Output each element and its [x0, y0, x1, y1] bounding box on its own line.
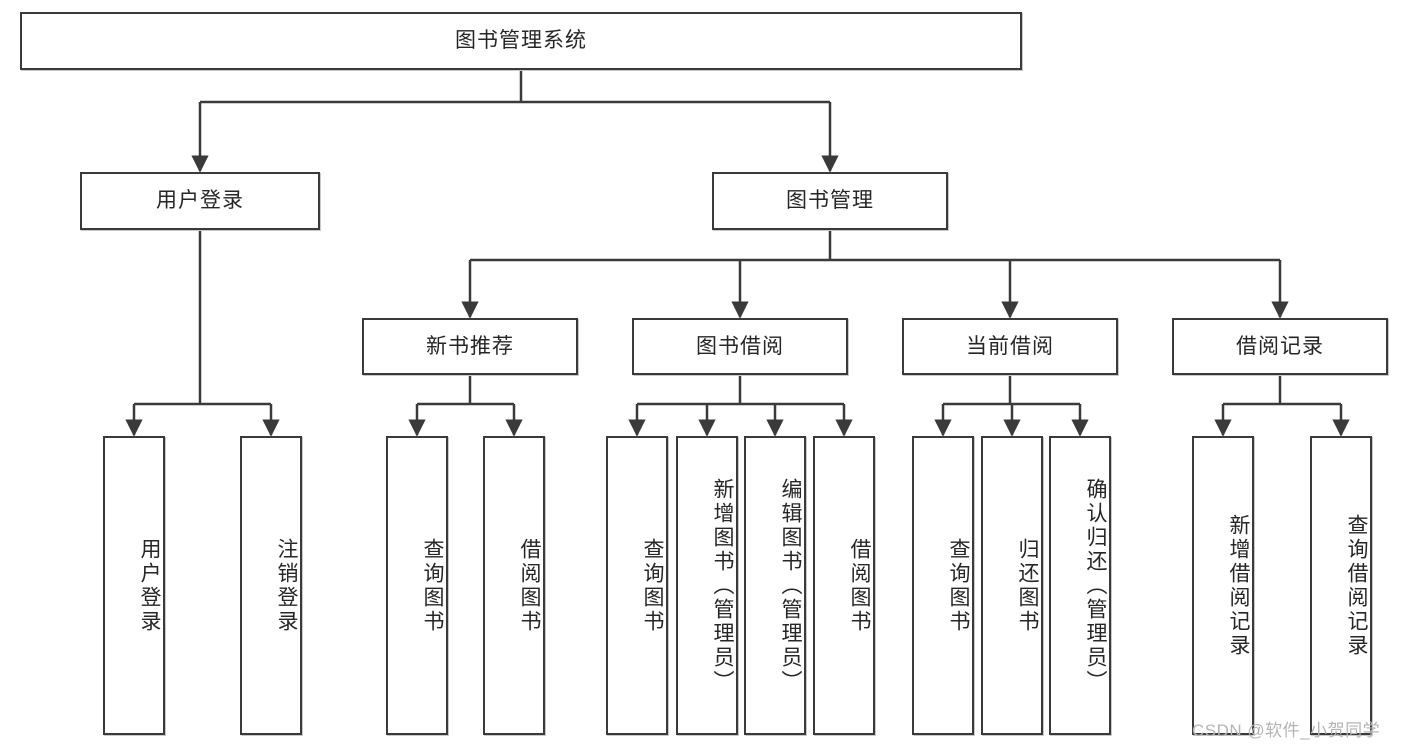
node-root[interactable]: 图书管理系统: [20, 12, 1022, 70]
node-label: 借阅记录: [1236, 334, 1324, 358]
node-label: 查询图书: [421, 537, 444, 634]
node-label: 图书管理系统: [455, 29, 587, 53]
node-label: 注销登录: [275, 537, 298, 634]
node-label: 借阅图书: [518, 537, 541, 634]
node-label: 图书借阅: [696, 334, 784, 358]
node-label: 借阅图书: [848, 537, 871, 634]
node-label: 归还图书: [1016, 537, 1039, 634]
node-leaf-query-record[interactable]: 查询借阅记录: [1310, 436, 1372, 735]
node-new-book-rec[interactable]: 新书推荐: [362, 318, 578, 375]
node-label: 查询借阅记录: [1345, 513, 1368, 658]
node-label: 当前借阅: [966, 334, 1054, 358]
node-leaf-borrow-book-2[interactable]: 借阅图书: [813, 436, 875, 735]
node-leaf-query-book-1[interactable]: 查询图书: [386, 436, 448, 735]
node-label: 新书推荐: [426, 334, 514, 358]
node-label: 图书管理: [786, 189, 874, 213]
node-label: 用户登录: [138, 537, 161, 634]
node-label: 新增图书（管理员）: [711, 477, 734, 694]
node-user-login[interactable]: 用户登录: [80, 172, 320, 230]
node-label: 查询图书: [947, 537, 970, 634]
node-leaf-add-book[interactable]: 新增图书（管理员）: [676, 436, 738, 735]
node-leaf-user-login[interactable]: 用户登录: [103, 436, 165, 735]
node-leaf-borrow-book-1[interactable]: 借阅图书: [483, 436, 545, 735]
node-current-borrow[interactable]: 当前借阅: [902, 318, 1118, 375]
node-leaf-query-book-2[interactable]: 查询图书: [606, 436, 668, 735]
node-book-borrow[interactable]: 图书借阅: [632, 318, 848, 375]
node-leaf-return-book[interactable]: 归还图书: [981, 436, 1043, 735]
node-leaf-edit-book[interactable]: 编辑图书（管理员）: [744, 436, 806, 735]
node-label: 新增借阅记录: [1227, 513, 1250, 658]
node-book-manage[interactable]: 图书管理: [712, 172, 948, 230]
node-leaf-query-book-3[interactable]: 查询图书: [912, 436, 974, 735]
node-leaf-user-logout[interactable]: 注销登录: [240, 436, 302, 735]
node-label: 编辑图书（管理员）: [779, 477, 802, 694]
csdn-watermark: CSDN @软件_小贺同学: [1192, 721, 1381, 740]
node-leaf-confirm-return[interactable]: 确认归还（管理员）: [1049, 436, 1111, 735]
node-leaf-add-record[interactable]: 新增借阅记录: [1192, 436, 1254, 735]
node-label: 用户登录: [156, 189, 244, 213]
node-borrow-record[interactable]: 借阅记录: [1172, 318, 1388, 375]
node-label: 查询图书: [641, 537, 664, 634]
node-label: 确认归还（管理员）: [1084, 477, 1107, 694]
